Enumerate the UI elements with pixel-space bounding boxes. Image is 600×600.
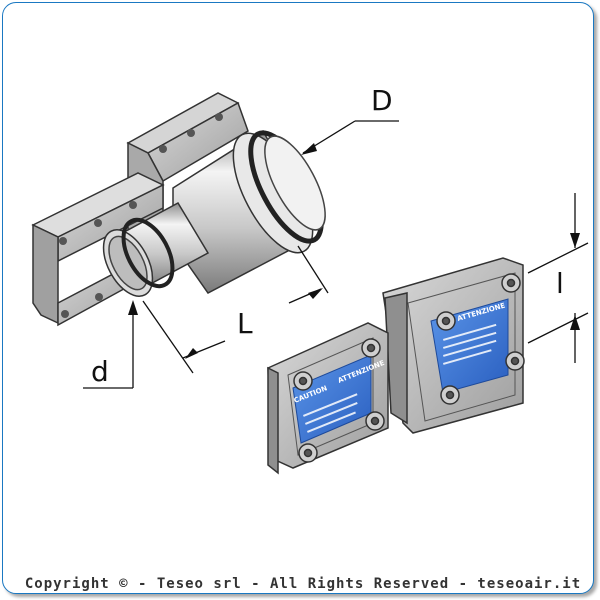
dimension-l: l [527,193,589,363]
dimension-label-l: l [556,267,564,300]
small-spigot [102,202,210,297]
dimension-d: d [83,300,138,389]
copyright-footer: Copyright © - Teseo srl - All Rights Res… [24,576,582,592]
technical-drawing: D L d ATTENZIONE [31,84,589,475]
left-assembly: D L d [31,84,399,389]
dimension-label-L: L [237,307,253,340]
image-frame: D L d ATTENZIONE [2,2,594,594]
rear-clamp-plate: ATTENZIONE [382,257,524,434]
bolts [293,273,525,463]
right-assembly: ATTENZIONE CAUTION ATTENZIONE [267,193,589,475]
dimension-D: D [301,84,399,155]
dimension-label-D: D [371,84,393,117]
dimension-L: L [142,245,329,374]
dimension-label-d: d [91,355,109,388]
